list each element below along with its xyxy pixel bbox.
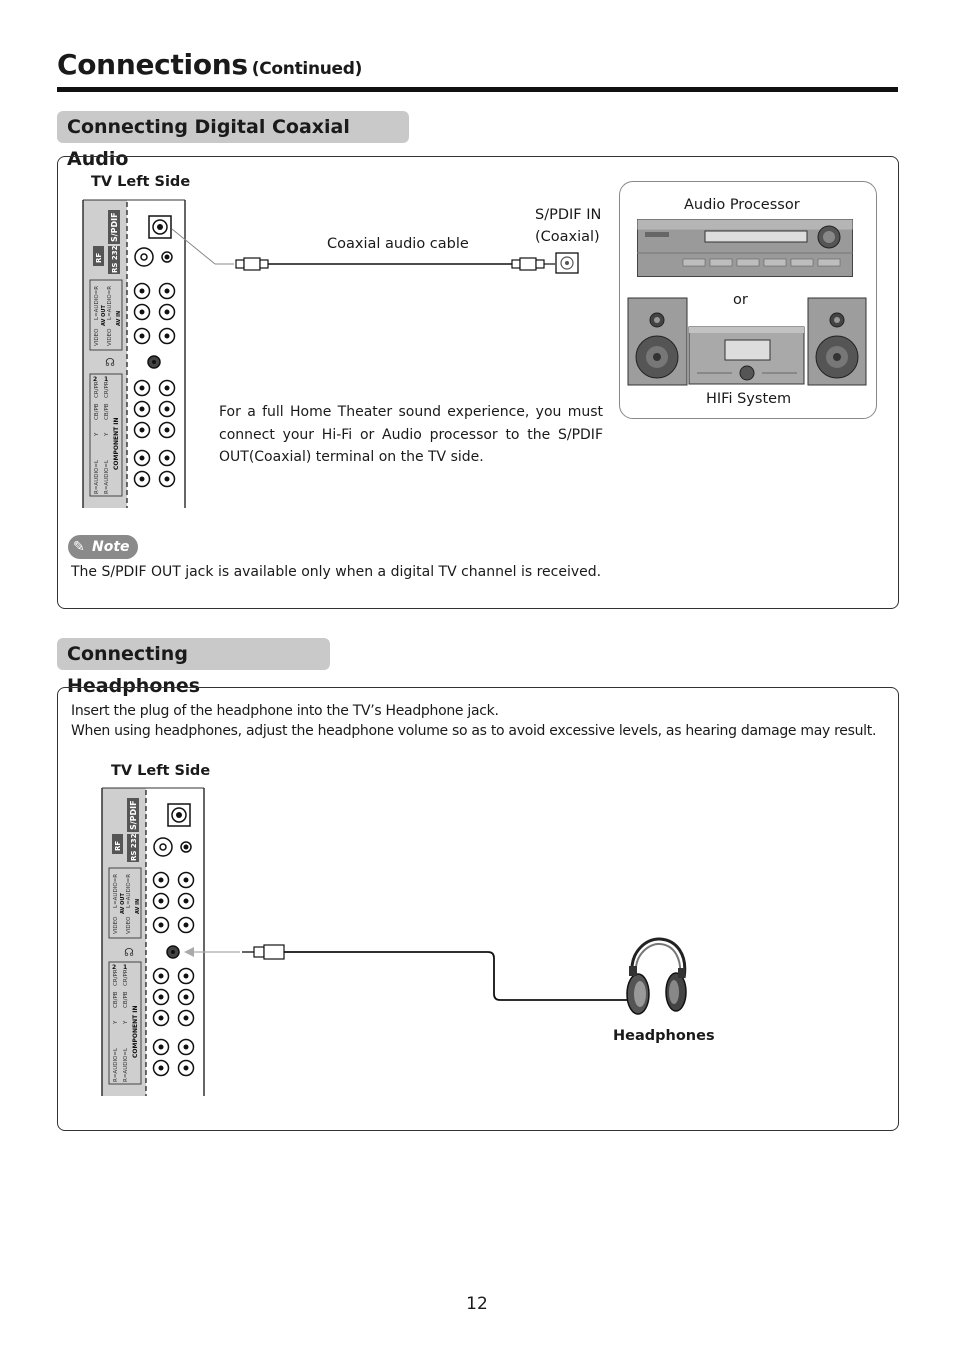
note-text: The S/PDIF OUT jack is available only wh… xyxy=(71,564,602,580)
svg-text:1: 1 xyxy=(123,964,127,971)
svg-text:L=AUDIO=R: L=AUDIO=R xyxy=(126,874,132,908)
svg-text:CB/PB: CB/PB xyxy=(94,403,100,420)
svg-text:AV OUT: AV OUT xyxy=(120,893,126,914)
component-jacks xyxy=(133,379,176,488)
svg-text:Y: Y xyxy=(104,432,110,437)
spdif-in-label: S/PDIF IN xyxy=(535,207,602,223)
svg-text:CR/PR: CR/PR xyxy=(94,381,100,398)
audio-equipment-box xyxy=(619,181,877,419)
svg-text:CR/PR: CR/PR xyxy=(113,969,119,986)
svg-text:VIDEO: VIDEO xyxy=(113,916,119,934)
svg-text:1: 1 xyxy=(104,376,108,383)
section-heading-coaxial: Connecting Digital Coaxial Audio xyxy=(57,111,409,170)
svg-text:R=AUDIO=L: R=AUDIO=L xyxy=(113,1047,119,1082)
spdif-in-coaxial-label: (Coaxial) xyxy=(535,229,600,245)
headphones-label: Headphones xyxy=(613,1028,715,1044)
tv-left-side-label: TV Left Side xyxy=(91,174,191,190)
spdif-jack-2 xyxy=(167,803,191,827)
svg-text:2: 2 xyxy=(112,964,116,971)
svg-text:R=AUDIO=L: R=AUDIO=L xyxy=(123,1047,129,1082)
svg-text:COMPONENT IN: COMPONENT IN xyxy=(132,1005,139,1058)
svg-text:L=AUDIO=R: L=AUDIO=R xyxy=(94,286,100,320)
tv-side-panel-2: ☊ S/PDIF RS 232 RF VIDEO L=AUDIO=R VIDEO… xyxy=(101,787,205,1096)
svg-text:CB/PB: CB/PB xyxy=(104,403,110,420)
headphones-instruction-1: Insert the plug of the headphone into th… xyxy=(71,703,499,719)
tv-left-side-label-2: TV Left Side xyxy=(111,763,211,779)
svg-text:S/PDIF: S/PDIF xyxy=(129,800,138,830)
svg-text:RS 232: RS 232 xyxy=(130,833,138,861)
headphones-image xyxy=(626,937,687,1015)
coaxial-description: For a full Home Theater sound experience… xyxy=(219,404,603,465)
coaxial-section-box xyxy=(57,156,899,609)
headphone-icon-2: ☊ xyxy=(124,946,134,959)
page-title: Connections(Continued) xyxy=(57,48,363,81)
hifi-system-image xyxy=(627,297,867,386)
cable-plug-left xyxy=(235,257,269,271)
tv-side-panel-1: ☊ S/PDIF RS 232 RF VIDEO L=AUDIO=R VIDEO… xyxy=(82,199,186,508)
hifi-system-label: HIFi System xyxy=(706,391,792,407)
svg-text:VIDEO: VIDEO xyxy=(94,328,100,346)
svg-text:AV IN: AV IN xyxy=(135,899,141,914)
svg-text:CB/PB: CB/PB xyxy=(113,991,119,1008)
audio-processor-label: Audio Processor xyxy=(684,197,800,213)
svg-text:R=AUDIO=L: R=AUDIO=L xyxy=(104,459,110,494)
audio-processor-image xyxy=(637,219,853,277)
cable-plug-right xyxy=(511,257,545,271)
headphones-instruction-2: When using headphones, adjust the headph… xyxy=(71,723,877,739)
coaxial-cable-label: Coaxial audio cable xyxy=(327,236,469,252)
svg-text:CR/PR: CR/PR xyxy=(123,969,129,986)
section-heading-headphones: Connecting Headphones xyxy=(57,638,330,697)
svg-text:AV OUT: AV OUT xyxy=(101,305,107,326)
coaxial-cable xyxy=(171,228,579,274)
svg-text:Y: Y xyxy=(94,432,100,437)
svg-text:L=AUDIO=R: L=AUDIO=R xyxy=(113,874,119,908)
svg-text:Y: Y xyxy=(123,1020,129,1025)
spdif-in-jack xyxy=(555,252,579,274)
headphone-cable xyxy=(184,944,635,1001)
svg-text:S/PDIF: S/PDIF xyxy=(110,212,119,242)
svg-text:RS 232: RS 232 xyxy=(111,245,119,273)
svg-text:CB/PB: CB/PB xyxy=(123,991,129,1008)
svg-text:L=AUDIO=R: L=AUDIO=R xyxy=(107,286,113,320)
spdif-jack xyxy=(148,215,172,239)
pencil-icon: ✎ xyxy=(73,539,85,555)
svg-text:VIDEO: VIDEO xyxy=(126,916,132,934)
note-badge: ✎ Note xyxy=(68,535,138,559)
svg-text:VIDEO: VIDEO xyxy=(107,328,113,346)
or-label: or xyxy=(733,292,748,308)
svg-text:RF: RF xyxy=(114,841,122,851)
page-title-suffix: (Continued) xyxy=(251,59,363,79)
svg-text:CR/PR: CR/PR xyxy=(104,381,110,398)
svg-text:AV IN: AV IN xyxy=(116,311,122,326)
svg-text:2: 2 xyxy=(93,376,97,383)
svg-text:RF: RF xyxy=(95,253,103,263)
svg-text:COMPONENT IN: COMPONENT IN xyxy=(113,417,120,470)
svg-text:R=AUDIO=L: R=AUDIO=L xyxy=(94,459,100,494)
headphone-icon: ☊ xyxy=(105,356,115,369)
headphone-plug xyxy=(253,946,265,958)
title-rule xyxy=(57,87,898,92)
svg-text:Y: Y xyxy=(113,1020,119,1025)
headphones-section-box xyxy=(57,687,899,1131)
page-number: 12 xyxy=(466,1294,488,1314)
